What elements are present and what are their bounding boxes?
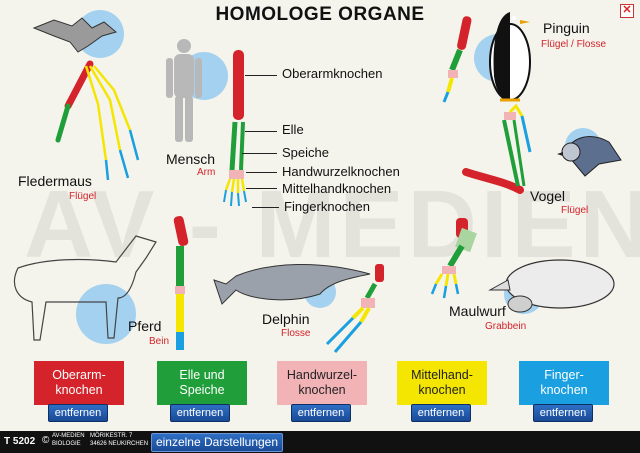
close-icon[interactable]: ✕: [620, 4, 634, 18]
remove-elle-speiche-button[interactable]: entfernen: [170, 404, 230, 422]
animal-sub-fledermaus: Flügel: [69, 191, 97, 202]
leader-line: [252, 207, 279, 208]
leader-line: [242, 153, 277, 154]
category-mittelhandknochen: Mittelhand- knochen: [397, 361, 487, 405]
label-fingerknochen: Fingerknochen: [284, 199, 370, 214]
bird-illustration: [557, 128, 622, 177]
penguin-illustration: [474, 12, 531, 102]
leader-line: [245, 131, 277, 132]
animal-sub-mensch: Arm: [197, 167, 216, 178]
horse-illustration: [13, 235, 157, 344]
penguin-wing-skeleton: [442, 16, 472, 103]
human-arm-skeleton: [223, 50, 247, 207]
human-illustration: [166, 39, 228, 142]
label-oberarmknochen: Oberarmknochen: [282, 66, 383, 81]
animal-name-mensch: Mensch: [166, 151, 216, 167]
leader-line: [246, 188, 277, 189]
leader-line: [246, 172, 277, 173]
address-line2: 34626 NEUKIRCHEN: [90, 441, 149, 447]
product-code: T 5202: [4, 436, 36, 447]
dolphin-flipper-skeleton: [325, 264, 384, 353]
category-oberarmknochen: Oberarm- knochen: [34, 361, 124, 405]
animal-sub-delphin: Flosse: [281, 328, 311, 339]
footer-bar: T 5202 © AV-MEDIEN BIOLOGIE MÖRIKESTR. 7…: [0, 431, 640, 453]
single-views-button[interactable]: einzelne Darstellungen: [151, 433, 283, 452]
category-label: Mittelhand- knochen: [411, 368, 473, 397]
dolphin-illustration: [213, 264, 371, 308]
category-label: Elle und Speiche: [179, 368, 225, 397]
category-elle-und-speiche: Elle und Speiche: [157, 361, 247, 405]
mole-illustration: [488, 259, 615, 314]
animal-name-vogel: Vogel: [530, 188, 566, 204]
company-line2: BIOLOGIE: [52, 441, 81, 447]
category-handwurzelknochen: Handwurzel- knochen: [277, 361, 367, 405]
animal-sub-maulwurf: Grabbein: [485, 321, 527, 332]
animal-sub-vogel: Flügel: [561, 205, 589, 216]
label-elle: Elle: [282, 122, 304, 137]
label-speiche: Speiche: [282, 145, 329, 160]
bird-wing-skeleton: [462, 103, 532, 194]
animal-name-maulwurf: Maulwurf: [449, 303, 506, 319]
copyright-icon: ©: [42, 435, 50, 446]
category-label: Handwurzel- knochen: [286, 368, 358, 397]
animal-name-pinguin: Pinguin: [543, 20, 590, 36]
mole-arm-skeleton: [430, 218, 477, 299]
bat-illustration: [32, 10, 124, 58]
label-handwurzelknochen: Handwurzelknochen: [282, 164, 400, 179]
remove-mittelhandknochen-button[interactable]: entfernen: [411, 404, 471, 422]
page-title: HOMOLOGE ORGANE: [215, 4, 425, 25]
animal-name-delphin: Delphin: [262, 311, 310, 327]
address-line1: MÖRIKESTR. 7: [90, 433, 133, 439]
remove-fingerknochen-button[interactable]: entfernen: [533, 404, 593, 422]
category-fingerknochen: Finger- knochen: [519, 361, 609, 405]
animal-sub-pferd: Bein: [149, 336, 170, 347]
bat-wing-skeleton: [55, 60, 140, 181]
animal-sub-pinguin: Flügel / Flosse: [541, 39, 607, 50]
category-label: Oberarm- knochen: [52, 368, 106, 397]
remove-handwurzelknochen-button[interactable]: entfernen: [291, 404, 351, 422]
company-line1: AV-MEDIEN: [52, 433, 85, 439]
leader-line: [245, 75, 277, 76]
animal-name-fledermaus: Fledermaus: [18, 173, 92, 189]
label-mittelhandknochen: Mittelhandknochen: [282, 181, 392, 196]
remove-oberarmknochen-button[interactable]: entfernen: [48, 404, 108, 422]
highlight-bubble: [76, 284, 136, 344]
horse-leg-skeleton: [173, 216, 189, 350]
watermark: AV - MEDIEN: [24, 171, 640, 278]
category-label: Finger- knochen: [540, 368, 588, 397]
animal-name-pferd: Pferd: [128, 318, 162, 334]
